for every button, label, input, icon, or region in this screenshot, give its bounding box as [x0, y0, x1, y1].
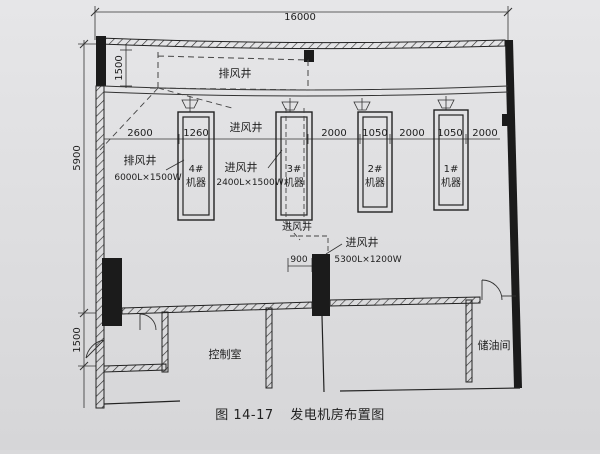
ceiling-duct: [103, 85, 509, 112]
dim-spacing-6: 2000: [472, 128, 497, 139]
exhaust-shaft-top: 排风井: [99, 52, 316, 151]
door-left: [139, 313, 157, 331]
dimension-left: 5900 1500: [72, 39, 96, 408]
figure-caption: 图 14-17 发电机房布置图: [0, 404, 600, 423]
dimension-overall-width: 16000: [90, 6, 513, 40]
machine-4: 4# 机器: [177, 111, 215, 221]
dim-16000-label: 16000: [284, 12, 316, 23]
dim-spacing-4: 2000: [399, 128, 424, 139]
door-right: [481, 279, 516, 301]
intake-shaft-bottom-title: 进风井: [346, 235, 379, 249]
dim-1500-top-label: 1500: [114, 55, 125, 80]
machine-2: 2# 机器: [357, 111, 393, 213]
dim-spacing-2: 2000: [321, 128, 346, 139]
partition-wall: [103, 296, 481, 393]
dimension-900: 900: [287, 255, 313, 272]
machine-1-name: 机器: [441, 176, 461, 189]
dim-spacing-5: 1050: [437, 128, 462, 139]
control-room-label: 控制室: [209, 347, 242, 361]
intake-shaft-mid-label: 进风井: [230, 120, 263, 134]
dim-1500-bottom-label: 1500: [72, 327, 83, 352]
machine-2-name: 机器: [365, 176, 385, 189]
column-left: [102, 258, 122, 326]
door-outer-left: [85, 339, 105, 359]
machine-4-number: 4#: [189, 164, 204, 175]
figure-title: 发电机房布置图: [290, 408, 385, 423]
machine-1: 1# 机器: [433, 109, 469, 211]
machine-4-name: 机器: [186, 176, 206, 189]
machine-1-number: 1#: [444, 164, 459, 175]
intake-shaft-bottom-label: 进风井: [282, 220, 312, 233]
machine-3: 3# 机器: [275, 108, 313, 241]
machine-2-number: 2#: [368, 164, 383, 175]
intake-shaft-bottom-size: 5300L×1200W: [334, 255, 401, 265]
outer-walls: [95, 36, 522, 409]
exhaust-shaft-top-label: 排风井: [219, 66, 252, 80]
dim-900-label: 900: [290, 255, 307, 265]
exhaust-shaft-left-label: 排风井: [124, 153, 157, 167]
dim-spacing-3: 1050: [362, 128, 387, 139]
figure-number: 图 14-17: [215, 408, 274, 423]
intake-shaft-3-size: 2400L×1500W: [216, 178, 283, 188]
exhaust-shaft-left-size: 6000L×1500W: [114, 173, 181, 183]
oil-storage-label: 储油间: [478, 338, 511, 352]
dim-spacing-1: 1260: [183, 128, 208, 139]
machine-3-number: 3#: [287, 164, 302, 175]
dim-spacing-0: 2600: [127, 128, 152, 139]
column-middle: [312, 254, 330, 316]
dim-5900-label: 5900: [72, 145, 83, 170]
intake-shaft-3-label: 进风井: [225, 160, 258, 174]
machine-3-name: 机器: [284, 176, 304, 189]
dimension-spacing-row: 2600 1260 2000 1050 2000 1050 2000: [103, 128, 500, 144]
dimension-top-shaft: 1500: [114, 44, 132, 88]
